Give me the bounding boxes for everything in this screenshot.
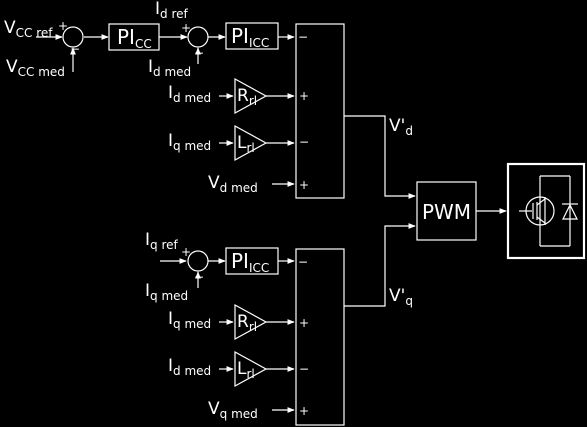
- gain-l-d-label: Lrl: [237, 133, 255, 155]
- pi-icc-q-label: PIICC: [231, 249, 269, 275]
- sum3-plus-sign: +: [181, 245, 191, 259]
- igbt-with-diode-icon: [506, 162, 586, 260]
- id-med-l-label: Id med: [168, 356, 211, 378]
- summer-d-minus-2: −: [299, 135, 309, 149]
- triangle-gain-icon: [234, 77, 268, 115]
- triangle-gain-icon: [234, 124, 268, 162]
- vq-med-label: Vq med: [208, 399, 258, 421]
- summing-junction-icon: [187, 26, 209, 48]
- triangle-gain-icon: [234, 350, 268, 388]
- summer-q-plus-2: +: [299, 404, 309, 418]
- sum2-plus-sign: +: [181, 21, 191, 35]
- vq-prime-wire: [344, 223, 416, 307]
- pwm-label: PWM: [422, 200, 471, 224]
- gain-r-d-label: Rrl: [237, 86, 257, 108]
- id-ref-label: Id ref: [155, 0, 189, 21]
- id-med-top-label: Id med: [148, 57, 191, 79]
- iq-ref-label: Iq ref: [145, 230, 179, 252]
- iq-med-bottom-label: Iq med: [145, 281, 188, 303]
- summer-d-plus-1: +: [299, 89, 309, 103]
- sum1-minus-sign: −: [70, 42, 80, 56]
- summer-q-minus-2: −: [299, 362, 309, 376]
- sum2-minus-sign: −: [194, 46, 204, 60]
- id-med-r-label: Id med: [168, 83, 211, 105]
- vd-prime-wire: [344, 115, 416, 199]
- triangle-gain-icon: [234, 303, 268, 341]
- gain-r-q-label: Rrl: [237, 312, 257, 334]
- summer-d-minus-1: −: [298, 30, 308, 44]
- vd-prime-label: V'd: [389, 116, 413, 138]
- summing-junction-icon: [187, 250, 209, 272]
- sum1-plus-sign: +: [58, 19, 68, 33]
- sum3-minus-sign: −: [194, 270, 204, 284]
- summer-q-minus-1: −: [298, 255, 308, 269]
- summer-d-block: [295, 23, 345, 199]
- summing-junction-icon: [62, 26, 84, 48]
- summer-q-plus-1: +: [299, 316, 309, 330]
- vq-prime-label: V'q: [389, 286, 413, 308]
- pi-icc-d-block: [225, 22, 279, 50]
- summer-q-block: [295, 248, 345, 426]
- vcc-med-label: VCC med: [6, 57, 65, 79]
- pi-cc-label: PICC: [117, 25, 152, 51]
- pi-icc-d-label: PIICC: [231, 24, 269, 50]
- vd-med-label: Vd med: [208, 173, 258, 195]
- gain-l-q-label: Lrl: [237, 359, 255, 381]
- summer-d-plus-2: +: [299, 178, 309, 192]
- iq-med-r-label: Iq med: [168, 309, 211, 331]
- iq-med-l-label: Iq med: [168, 131, 211, 153]
